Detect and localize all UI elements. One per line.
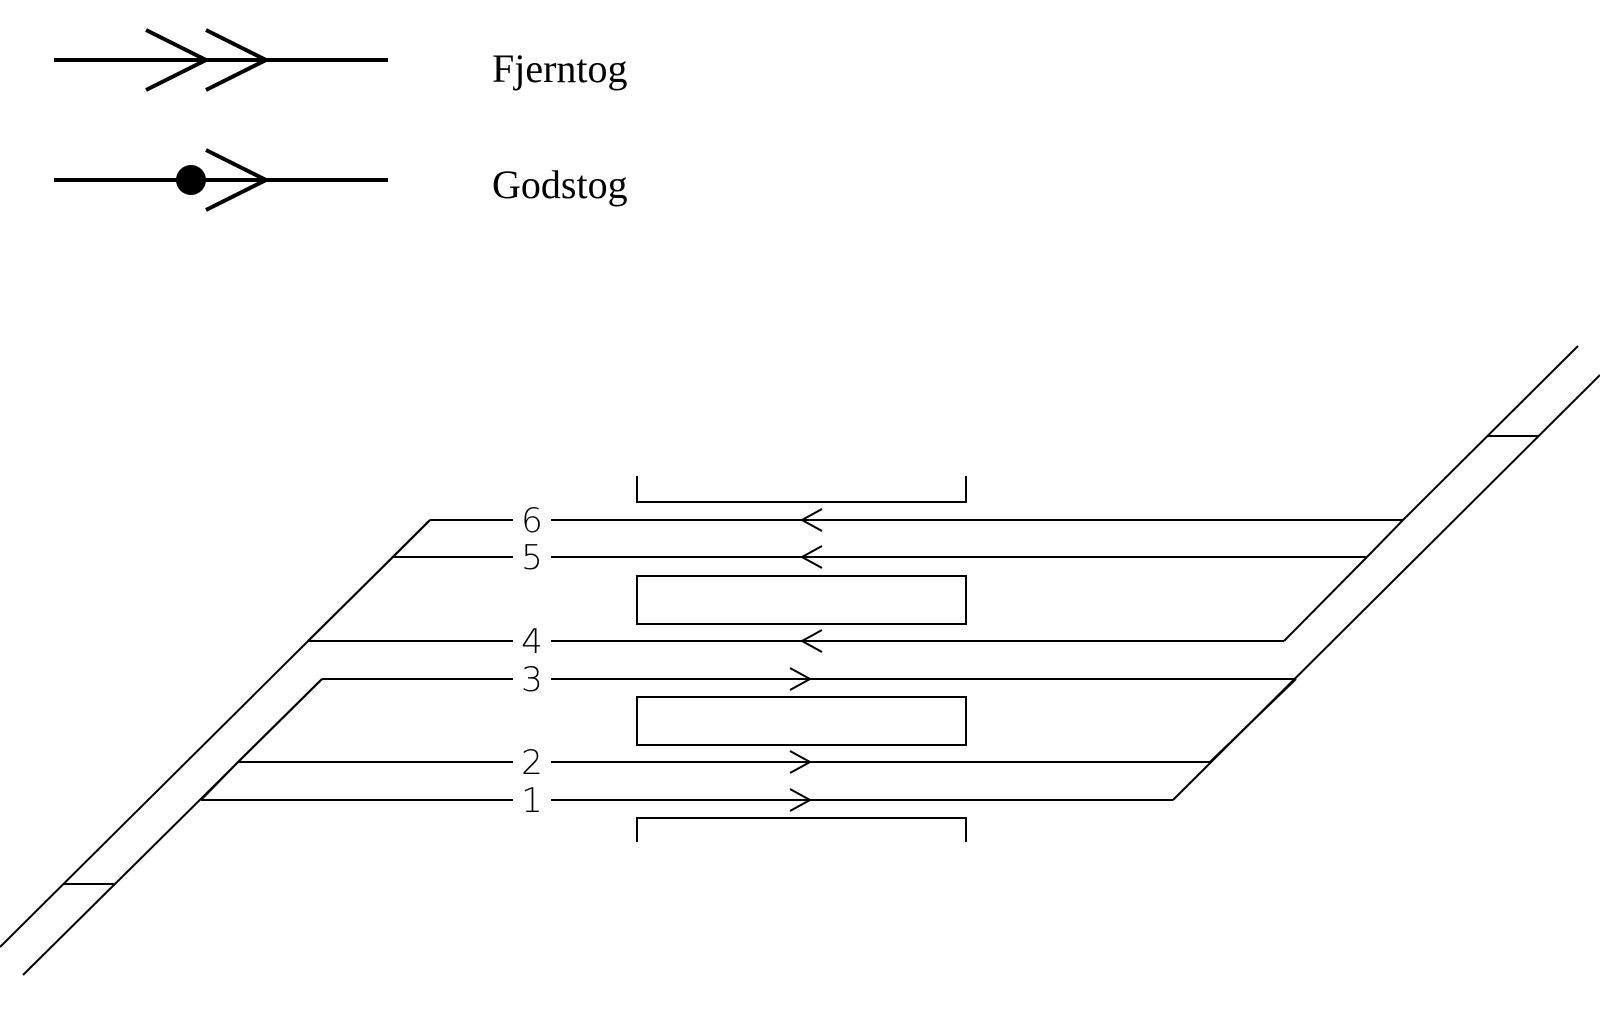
track-5-direction-arrow-icon xyxy=(799,545,823,569)
switch-left-3-2 xyxy=(237,678,323,763)
track-2-direction-arrow-icon xyxy=(789,750,813,774)
platform-top xyxy=(636,476,967,503)
track-3-direction-arrow-icon xyxy=(789,667,813,691)
track-5: 5 xyxy=(393,538,1367,578)
switch-right-6-5 xyxy=(1366,519,1404,558)
track-number-1: 1 xyxy=(521,781,543,821)
track-number-4: 4 xyxy=(521,622,543,662)
switch-left-5-4 xyxy=(307,556,394,642)
track-3: 3 xyxy=(322,660,1296,700)
legend-godstog: Godstog xyxy=(54,148,628,212)
legend-fjerntog-label: Fjerntog xyxy=(492,46,628,91)
platforms xyxy=(636,476,967,842)
switch-left-6-5 xyxy=(392,519,431,558)
legend-fjerntog-chevron-2-icon xyxy=(205,28,271,92)
platform-bottom xyxy=(636,817,967,842)
platform-island-upper xyxy=(636,575,967,625)
switch-left-2-1 xyxy=(200,761,239,801)
track-2: 2 xyxy=(238,743,1210,783)
track-1: 1 xyxy=(201,781,1173,821)
legend-godstog-dot-icon xyxy=(176,165,206,195)
track-1-direction-arrow-icon xyxy=(789,788,813,812)
track-number-3: 3 xyxy=(521,660,543,700)
track-6-direction-arrow-icon xyxy=(799,508,823,532)
switch-right-3-2 xyxy=(1209,678,1297,763)
legend-fjerntog-chevron-1-icon xyxy=(145,28,211,92)
tracks: 65 43 21 xyxy=(201,501,1403,821)
legend-godstog-chevron-icon xyxy=(205,148,271,212)
track-number-5: 5 xyxy=(521,538,543,578)
legend-godstog-label: Godstog xyxy=(492,162,628,207)
platform-island-lower xyxy=(636,696,967,746)
main-lines xyxy=(0,345,1600,976)
track-4: 4 xyxy=(308,622,1284,662)
track-6: 6 xyxy=(430,501,1403,541)
track-4-direction-arrow-icon xyxy=(799,629,823,653)
legend-fjerntog: Fjerntog xyxy=(54,28,628,92)
diagonal-right-outer xyxy=(1402,345,1579,521)
track-number-6: 6 xyxy=(521,501,543,541)
track-number-2: 2 xyxy=(521,743,543,783)
switch-right-5-4 xyxy=(1283,556,1368,642)
